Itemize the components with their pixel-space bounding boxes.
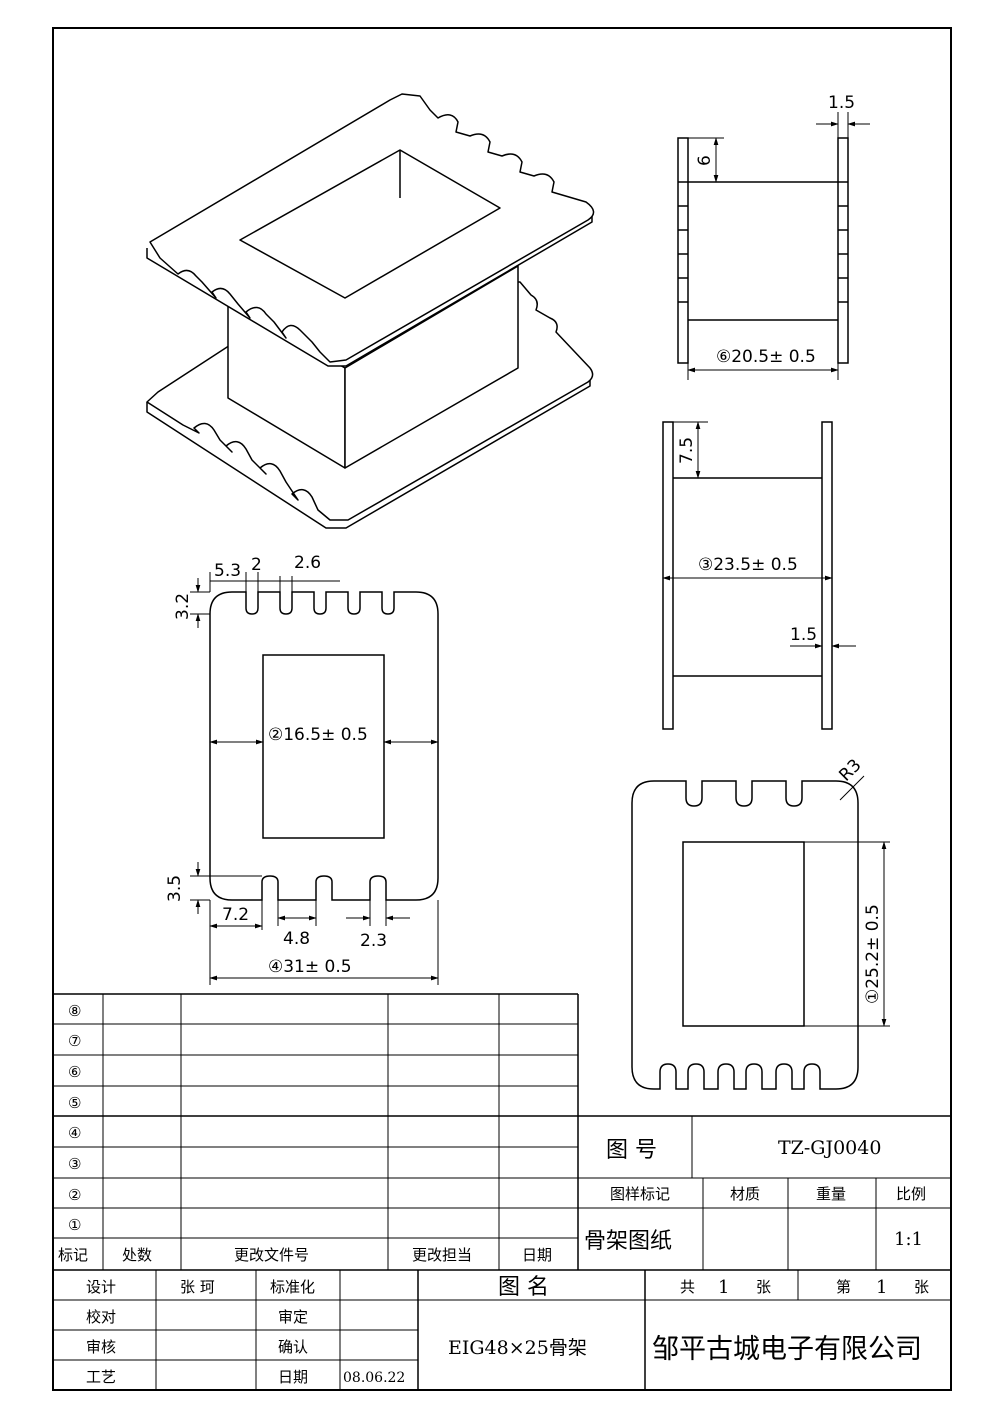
rev-header-owner: 更改担当: [412, 1246, 472, 1264]
dim-3-2: 3.2: [173, 593, 193, 620]
material-label: 材质: [730, 1185, 760, 1203]
page-value: 1: [876, 1277, 887, 1298]
dim-2-6: 2.6: [294, 553, 321, 573]
dim-1-5-top: 1.5: [828, 93, 855, 113]
confirm-label: 确认: [278, 1338, 308, 1356]
page-unit: 张: [914, 1278, 929, 1296]
marking-label: 图样标记: [610, 1185, 670, 1203]
rev-row-7: ⑦: [68, 1032, 81, 1050]
rev-row-2: ②: [68, 1186, 81, 1204]
weight-label: 重量: [816, 1185, 846, 1203]
rev-header-mark: 标记: [58, 1246, 88, 1264]
rev-row-8: ⑧: [68, 1002, 81, 1020]
rev-row-5: ⑤: [68, 1094, 81, 1112]
dim-7-2: 7.2: [222, 905, 249, 925]
dim-1-5-mid: 1.5: [790, 625, 817, 645]
dims-side-view-a: [687, 112, 870, 380]
rev-row-1: ①: [68, 1216, 81, 1234]
doc-type: 骨架图纸: [584, 1229, 672, 1254]
rev-row-3: ③: [68, 1155, 81, 1173]
plan-view: [631, 780, 859, 1090]
total-value: 1: [718, 1277, 729, 1298]
name-label: 图 名: [498, 1275, 549, 1300]
rev-header-count: 处数: [122, 1246, 152, 1264]
revision-table: [53, 993, 951, 1271]
process-label: 工艺: [86, 1368, 116, 1386]
standard-label: 标准化: [270, 1278, 315, 1296]
dim-2: 2: [251, 555, 262, 575]
title-block: [53, 1116, 951, 1390]
dim-2-3: 2.3: [360, 931, 387, 951]
dim-5-3: 5.3: [214, 561, 241, 581]
designer-name: 张 珂: [180, 1278, 215, 1296]
dim-20-5: ⑥20.5± 0.5: [716, 347, 816, 367]
front-view: [209, 591, 439, 901]
dim-6: 6: [695, 155, 715, 166]
dims-front-view: [190, 572, 439, 985]
audit-label: 审核: [86, 1338, 116, 1356]
dim-4-8: 4.8: [283, 929, 310, 949]
scale-value: 1:1: [894, 1229, 923, 1250]
dims-plan-view: [804, 775, 890, 1027]
dim-7-5: 7.5: [677, 437, 697, 464]
date-value: 08.06.22: [343, 1370, 405, 1386]
rev-header-file: 更改文件号: [234, 1246, 309, 1264]
date-label: 日期: [278, 1368, 308, 1386]
isometric-view: [146, 93, 595, 529]
rev-row-6: ⑥: [68, 1063, 81, 1081]
review-label: 审定: [278, 1308, 308, 1326]
company-name: 邹平古城电子有限公司: [652, 1334, 922, 1365]
side-view-a: [677, 137, 849, 364]
dims-side-view-b: [662, 421, 856, 649]
design-label: 设计: [86, 1278, 116, 1296]
total-unit: 张: [756, 1278, 771, 1296]
side-view-b: [662, 421, 833, 730]
total-label: 共: [680, 1278, 695, 1296]
rev-header-date: 日期: [522, 1246, 552, 1264]
dim-16-5: ②16.5± 0.5: [268, 725, 368, 745]
part-name: EIG48×25骨架: [448, 1337, 587, 1359]
sheet-border: [52, 27, 952, 1391]
rev-row-4: ④: [68, 1124, 81, 1142]
dim-31: ④31± 0.5: [268, 957, 352, 977]
check-label: 校对: [86, 1308, 116, 1326]
dim-3-5: 3.5: [165, 875, 185, 902]
dim-25-2: ①25.2± 0.5: [863, 904, 883, 1004]
drawing-no: TZ-GJ0040: [778, 1137, 881, 1159]
dim-23-5: ③23.5± 0.5: [698, 555, 798, 575]
page-label: 第: [836, 1278, 851, 1296]
scale-label: 比例: [896, 1185, 926, 1203]
drawing-no-label: 图 号: [606, 1138, 657, 1163]
